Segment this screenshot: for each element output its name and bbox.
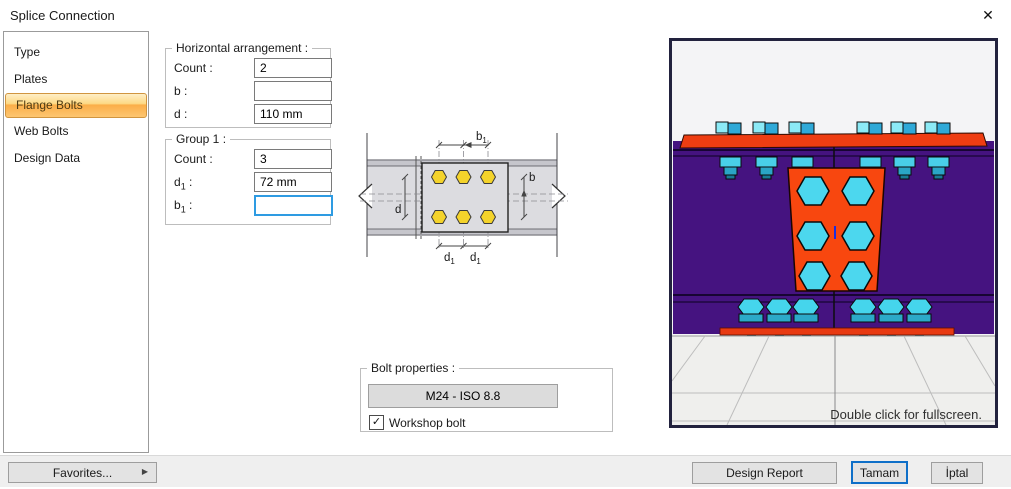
bolt-properties-group: Bolt properties : M24 - ISO 8.8 ✓ Worksho…	[360, 361, 613, 432]
3d-splice-render: Double click for fullscreen.	[671, 41, 996, 426]
dim-label-d1a: d1	[444, 252, 455, 266]
bolt-size-button[interactable]: M24 - ISO 8.8	[368, 384, 558, 408]
workshop-bolt-row: ✓ Workshop bolt	[369, 415, 466, 431]
top-flange-plate	[679, 132, 988, 149]
close-icon[interactable]: ✕	[982, 7, 994, 23]
favorites-arrow-icon: ▶	[141, 467, 148, 476]
fullscreen-hint: Double click for fullscreen.	[830, 407, 982, 422]
dim-label-b: b	[529, 172, 535, 184]
count-label: Count :	[174, 61, 213, 75]
count-input[interactable]	[254, 58, 332, 78]
b1-input[interactable]	[254, 195, 333, 216]
render-background	[672, 41, 995, 136]
sidebar-item-flange-bolts[interactable]: Flange Bolts	[5, 93, 147, 118]
dialog-title: Splice Connection	[10, 8, 115, 23]
favorites-label: Favorites...	[52, 465, 113, 480]
d1-label: d1 :	[174, 175, 193, 192]
dim-label-b1: b1	[476, 131, 487, 145]
group-title: Bolt properties :	[367, 361, 460, 375]
d-input[interactable]	[254, 104, 332, 124]
horizontal-arrangement-group: Horizontal arrangement : Count : b : d :	[165, 41, 332, 128]
group1-count-input[interactable]	[254, 149, 332, 169]
group1-group: Group 1 : Count : d1 : b1 :	[165, 132, 333, 225]
d-label: d :	[174, 107, 188, 121]
design-report-button[interactable]: Design Report	[692, 462, 837, 484]
cancel-button[interactable]: İptal	[931, 462, 983, 484]
d1-input[interactable]	[254, 172, 332, 192]
title-bar: Splice Connection ✕	[0, 0, 1011, 30]
sidebar-item-design-data[interactable]: Design Data	[14, 151, 81, 165]
group-title: Group 1 :	[172, 132, 231, 146]
footer: Favorites... ▶ Design Report Tamam İptal	[0, 455, 1011, 487]
bottom-flange-bolts	[737, 298, 933, 323]
count-label: Count :	[174, 152, 213, 166]
dim-label-d1b: d1	[470, 252, 481, 266]
favorites-button[interactable]: Favorites... ▶	[8, 462, 157, 483]
sidebar-item-type[interactable]: Type	[14, 45, 41, 59]
sidebar: Type Plates Flange Bolts Web Bolts Desig…	[3, 31, 149, 453]
b1-label: b1 :	[174, 198, 193, 215]
top-bolt-heads	[715, 121, 951, 135]
sidebar-item-web-bolts[interactable]: Web Bolts	[14, 124, 69, 138]
flange-bolts-symbols	[430, 170, 497, 224]
web-bolts	[796, 176, 875, 291]
b-label: b :	[174, 84, 188, 98]
workshop-bolt-label: Workshop bolt	[389, 415, 466, 430]
dim-label-d: d	[395, 204, 401, 216]
bottom-flange-plate	[719, 327, 955, 336]
dimension-lines	[401, 141, 528, 250]
ok-button[interactable]: Tamam	[851, 461, 908, 484]
b-input[interactable]	[254, 81, 332, 101]
workshop-bolt-checkbox[interactable]: ✓	[369, 415, 384, 431]
dimension-labels: b1 b d d1 d1	[395, 131, 535, 266]
floor-grid	[671, 335, 996, 426]
group-title: Horizontal arrangement :	[172, 41, 313, 55]
bolt-arrangement-diagram: b1 b d d1 d1	[358, 131, 568, 266]
sidebar-item-plates[interactable]: Plates	[14, 72, 48, 86]
3d-preview-viewport[interactable]: Double click for fullscreen.	[669, 38, 998, 428]
